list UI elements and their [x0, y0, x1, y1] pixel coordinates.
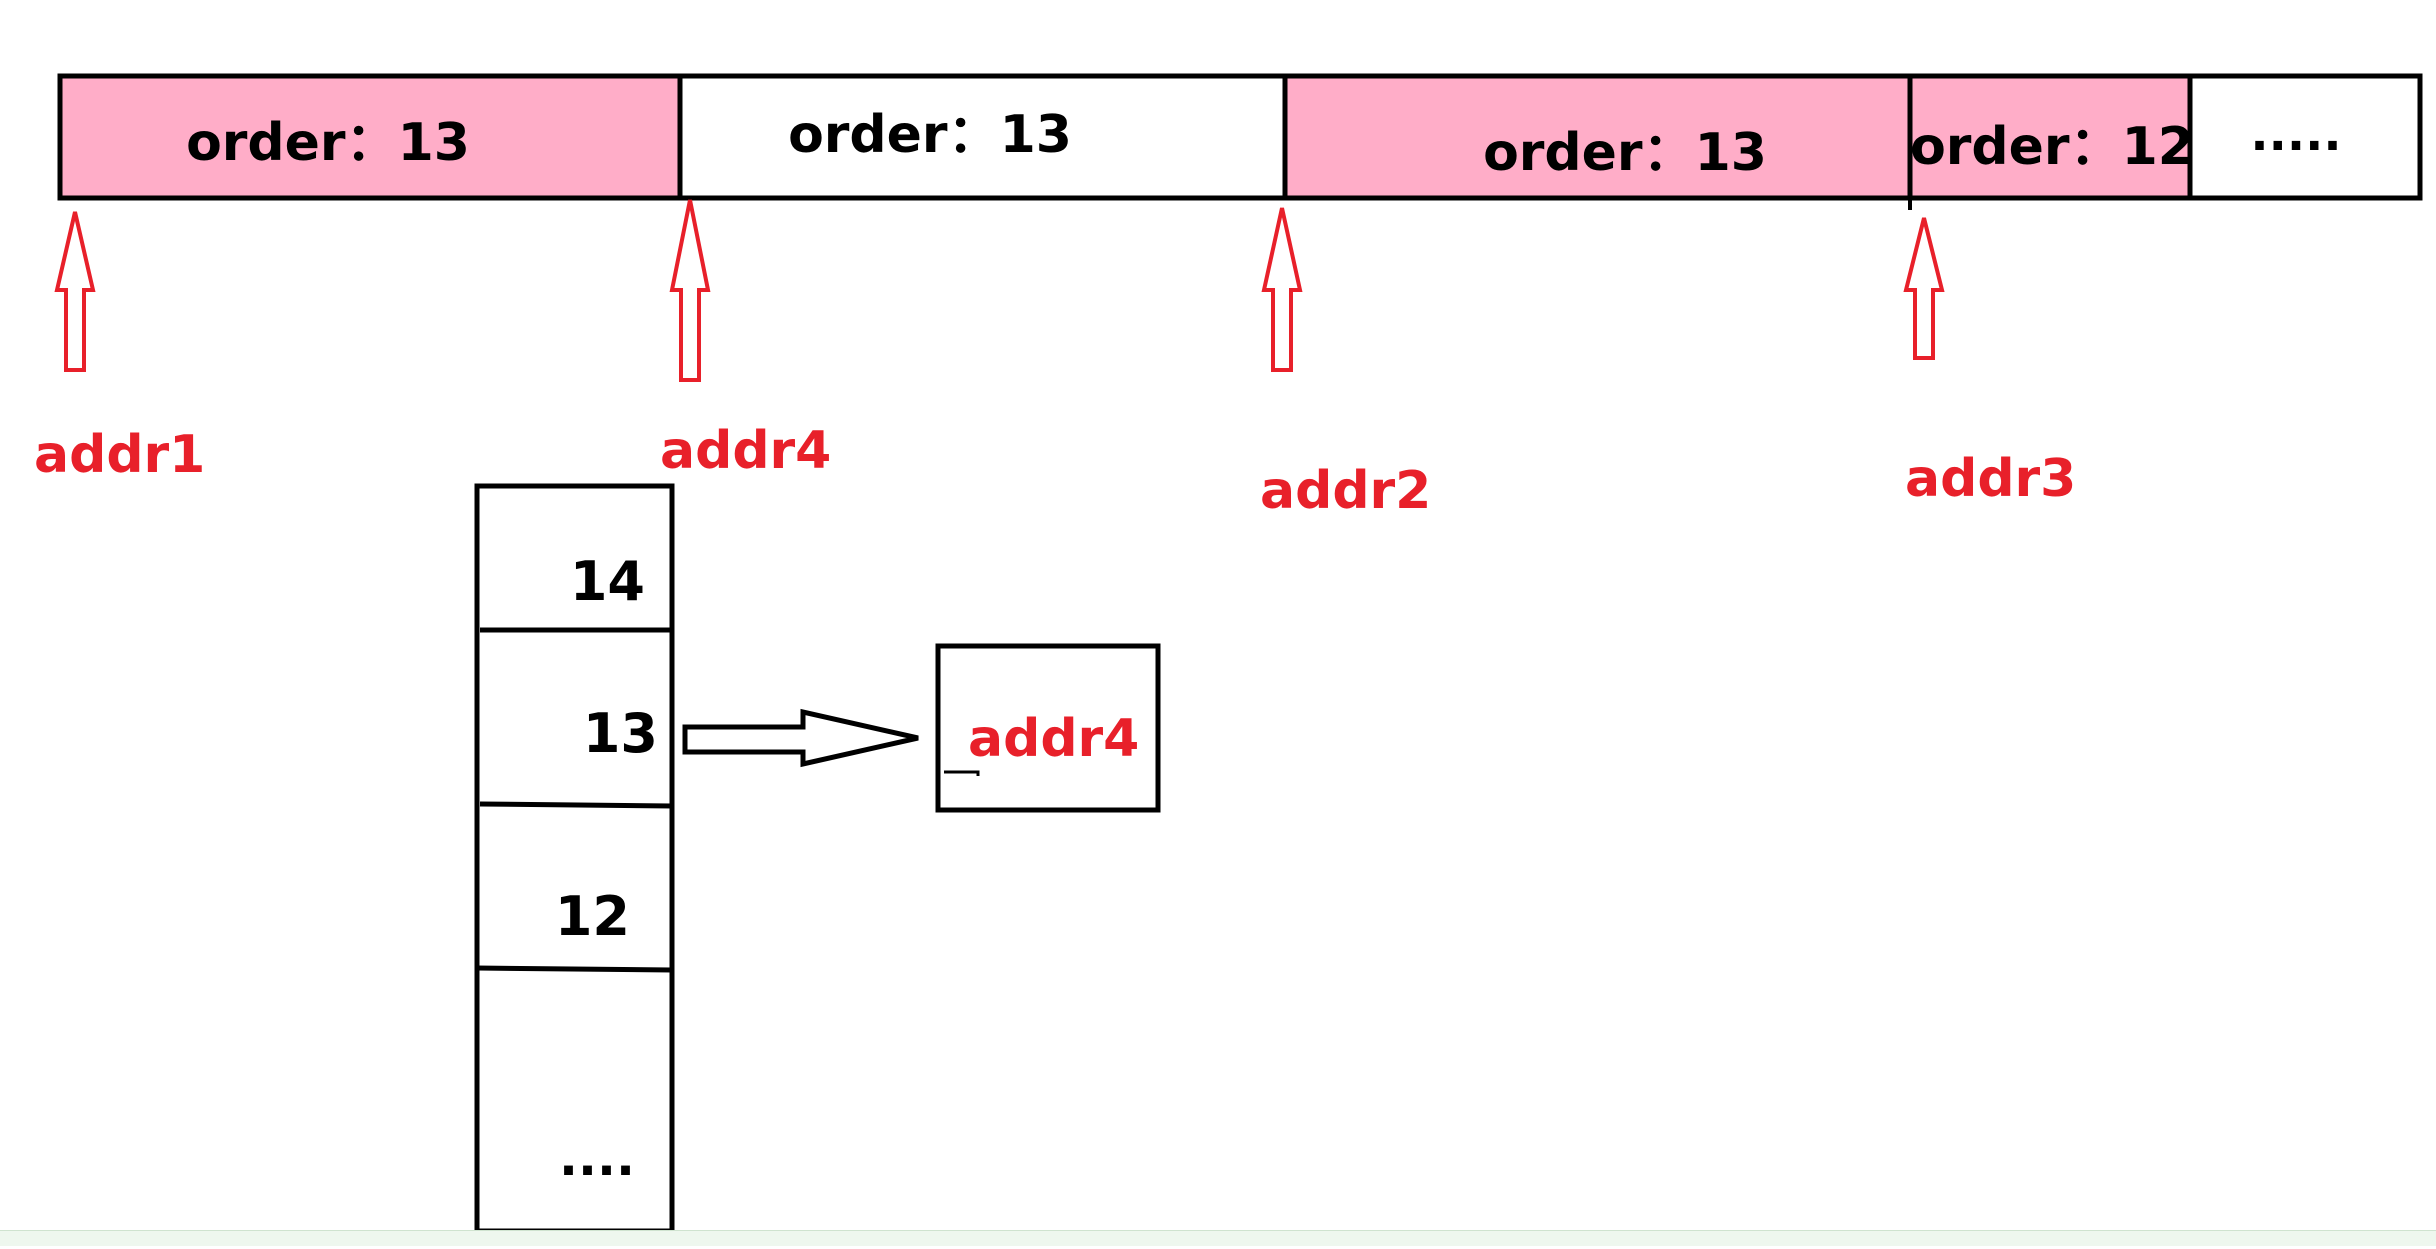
block-label-5: .....	[2250, 106, 2341, 162]
memory-block-2	[677, 73, 1288, 201]
address-labels: addr1 addr4 addr2 addr3	[34, 421, 2076, 521]
address-arrows	[54, 199, 1945, 382]
cell-divider	[479, 801, 673, 809]
address-label-addr3: addr3	[1905, 449, 2076, 509]
list-node-label: addr4	[968, 709, 1139, 769]
bottom-strip	[0, 1230, 2436, 1246]
block-label-4: order：12	[1910, 117, 2194, 177]
address-label-addr1: addr1	[34, 425, 205, 485]
free-list-values: 14 13 12 ....	[555, 550, 658, 1187]
up-arrow-icon	[54, 211, 96, 372]
memory-block-3	[1282, 73, 1913, 201]
address-label-addr4: addr4	[660, 421, 831, 481]
address-label-addr2: addr2	[1260, 461, 1431, 521]
pointer-arrow-icon	[682, 708, 919, 768]
list-node: addr4	[935, 643, 1161, 813]
list-node-box	[935, 643, 1161, 813]
memory-strip: order：13 order：13 order：13 order：12 ....…	[57, 73, 2423, 210]
list-item-order-13: 13	[583, 702, 658, 765]
cursor-mark	[944, 770, 980, 776]
up-arrow-icon	[1261, 207, 1303, 372]
block-label-2: order：13	[788, 105, 1072, 165]
block-label-3: order：13	[1483, 123, 1767, 183]
block-label-1: order：13	[186, 113, 470, 173]
up-arrow-icon	[1903, 217, 1945, 360]
list-item-more: ....	[559, 1129, 635, 1187]
list-item-order-14: 14	[570, 550, 645, 613]
memory-block-5	[2187, 73, 2423, 201]
cell-divider	[476, 965, 673, 973]
list-item-order-12: 12	[555, 885, 630, 948]
memory-block-1	[57, 73, 683, 201]
up-arrow-icon	[669, 199, 711, 382]
